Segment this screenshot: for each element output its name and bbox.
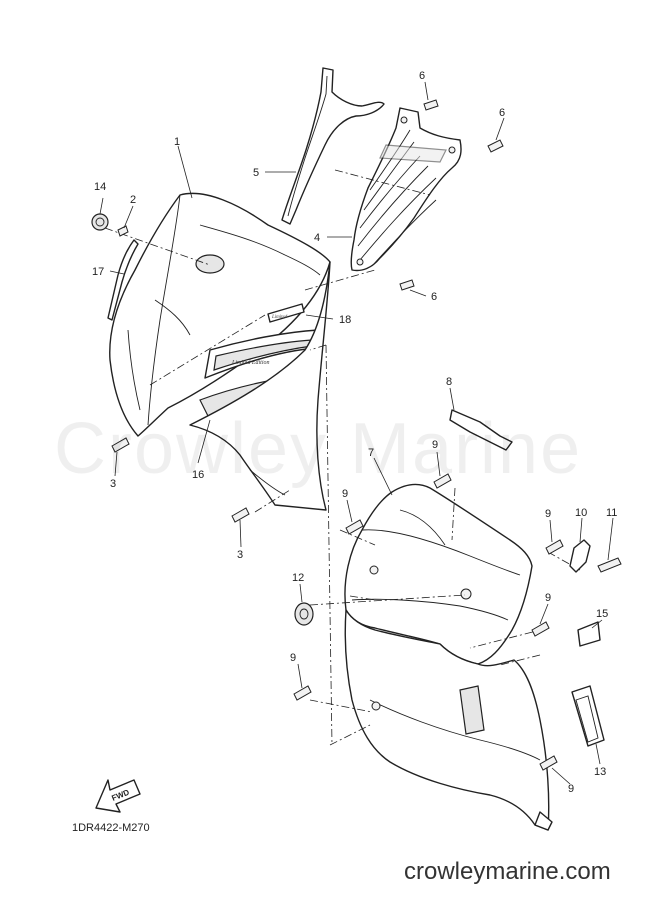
screw-part-9f	[539, 755, 558, 771]
callout-16: 16	[192, 469, 204, 481]
leader-lines	[99, 81, 614, 785]
callout-2: 2	[130, 194, 136, 206]
callout-6c: 6	[431, 291, 437, 303]
callout-7: 7	[368, 447, 374, 459]
diagram-code: 1DR4422-M270	[72, 822, 150, 834]
front-cover-part	[109, 192, 331, 437]
screw-part-9e	[293, 685, 312, 701]
callout-12: 12	[292, 572, 304, 584]
callout-17: 17	[92, 266, 104, 278]
callout-13: 13	[594, 766, 606, 778]
callout-3a: 3	[110, 478, 116, 490]
forward-arrow-icon: FWD	[95, 779, 141, 813]
callout-9a: 9	[432, 439, 438, 451]
callout-9f: 9	[568, 783, 574, 795]
callout-6b: 6	[499, 107, 505, 119]
screw-part-11	[597, 557, 622, 573]
screw-part-2	[117, 225, 129, 237]
screw-part-3a	[111, 437, 130, 453]
screw-part-9c	[545, 539, 564, 555]
callout-15: 15	[596, 608, 608, 620]
callout-1: 1	[174, 136, 180, 148]
watermark-text: Crowley Marine	[54, 409, 583, 489]
callout-9c: 9	[545, 508, 551, 520]
callout-4: 4	[314, 232, 320, 244]
callout-labels: 1 2 3 3 4 5 6 6 6 7 8 9 9 9 9 9 9 10 11 …	[92, 70, 617, 795]
hook-part-10	[569, 539, 591, 573]
callout-3b: 3	[237, 549, 243, 561]
emblem-decal-part: Limited	[267, 303, 305, 323]
screw-part-3b	[231, 507, 250, 523]
label-part-15	[577, 621, 601, 647]
callout-10: 10	[575, 507, 587, 519]
grommet-part-12	[294, 602, 314, 626]
callout-8: 8	[446, 376, 452, 388]
bolt-part-6c	[399, 279, 415, 291]
screw-part-9b	[345, 519, 364, 535]
svg-text:Limited Edition: Limited Edition	[231, 360, 270, 366]
trim-part-17	[107, 239, 139, 321]
small-parts	[91, 99, 622, 771]
bolt-part-6a	[423, 99, 439, 111]
grommet-part-14	[91, 213, 109, 231]
callout-14: 14	[94, 181, 106, 193]
bolt-part-6b	[487, 139, 504, 153]
callout-9b: 9	[342, 488, 348, 500]
clip-part-8	[449, 409, 513, 451]
callout-18: 18	[339, 314, 351, 326]
cover-part-13	[571, 685, 605, 747]
website-link[interactable]: crowleymarine.com	[404, 858, 611, 885]
screw-part-9d	[531, 621, 550, 637]
callout-6a: 6	[419, 70, 425, 82]
callout-9d: 9	[545, 592, 551, 604]
bracket-stay-part	[281, 67, 385, 225]
leg-shield-part	[344, 483, 553, 831]
callout-5: 5	[253, 167, 259, 179]
screw-part-9a	[433, 473, 452, 489]
callout-11: 11	[606, 507, 617, 519]
headlight-grille-part	[350, 107, 462, 272]
svg-text:Limited: Limited	[271, 315, 288, 320]
inner-shield-plate	[189, 261, 331, 511]
callout-9e: 9	[290, 652, 296, 664]
